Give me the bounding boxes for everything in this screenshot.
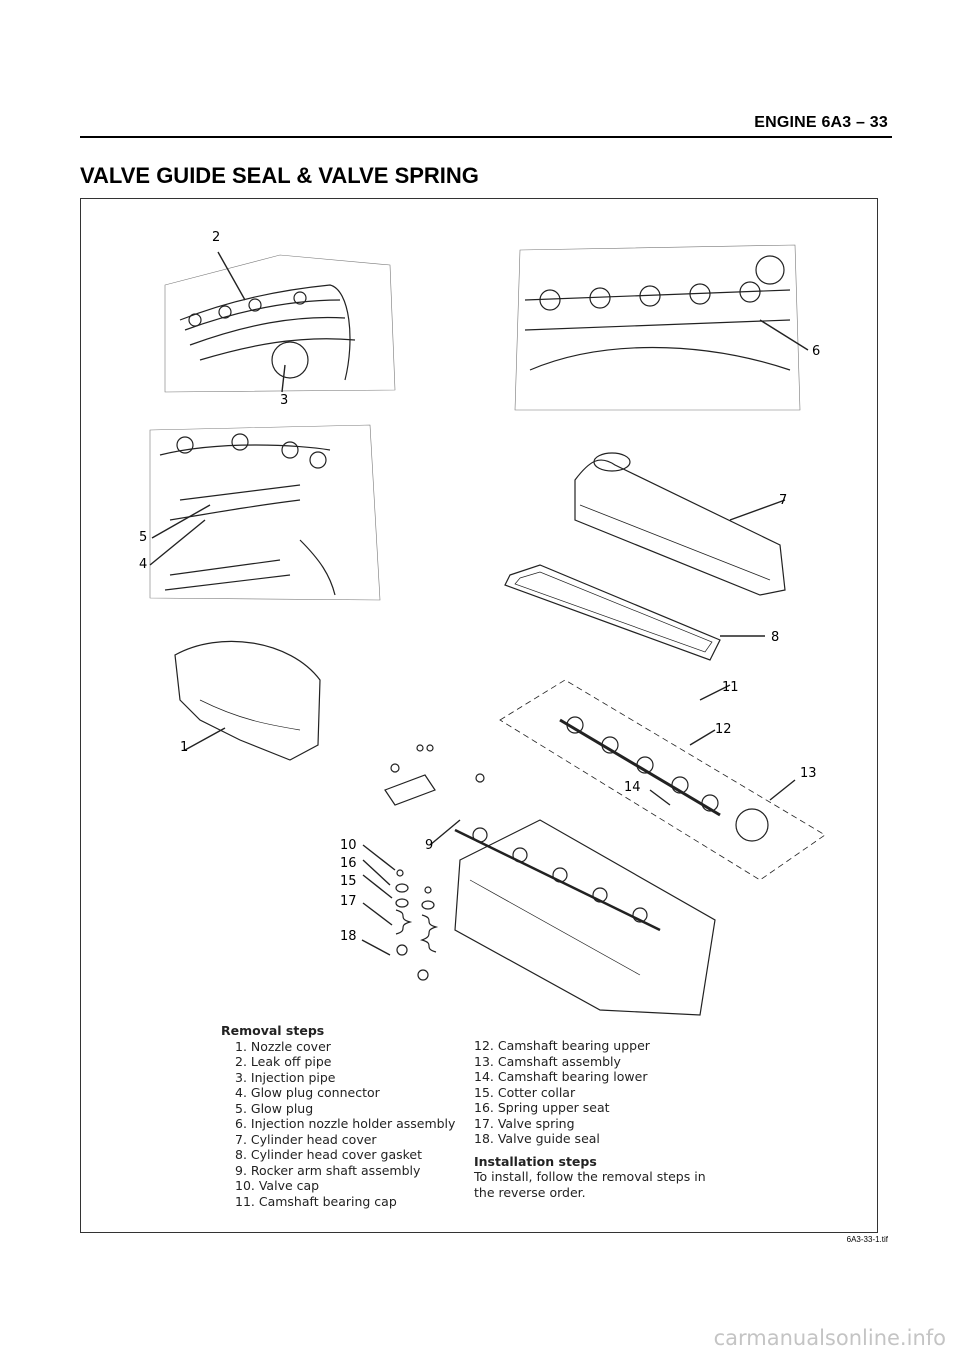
glow-plug-photo: [149, 424, 381, 601]
callout-14: 14: [624, 780, 641, 795]
step-item: 11. Camshaft bearing cap: [235, 1193, 397, 1209]
callout-13: 13: [800, 766, 817, 781]
removal-steps-col1: Removal steps 1. Nozzle cover 2. Leak of…: [221, 1023, 455, 1209]
callout-8: 8: [771, 630, 780, 645]
nozzle-holder-photo: [514, 244, 809, 411]
step-item: 1. Nozzle cover: [235, 1038, 331, 1054]
page-title: VALVE GUIDE SEAL & VALVE SPRING: [80, 163, 479, 188]
callout-1: 1: [180, 740, 189, 755]
step-item: 3. Injection pipe: [235, 1069, 336, 1085]
installation-text-line1: To install, follow the removal steps in: [474, 1169, 706, 1184]
callout-2: 2: [212, 230, 221, 245]
step-item: 2. Leak off pipe: [235, 1054, 332, 1069]
page-header-title: ENGINE 6A3 – 33: [754, 114, 888, 131]
callout-3: 3: [280, 393, 289, 408]
step-item: 5. Glow plug: [235, 1100, 314, 1116]
callout-17: 17: [340, 894, 357, 909]
step-item: 4. Glow plug connector: [235, 1085, 380, 1100]
step-item: 12. Camshaft bearing upper: [474, 1038, 650, 1053]
callout-6: 6: [812, 344, 821, 359]
callout-12: 12: [715, 722, 732, 737]
watermark: carmanualsonline.info: [713, 1326, 946, 1350]
installation-steps-heading: Installation steps: [474, 1153, 597, 1169]
callout-4: 4: [139, 557, 148, 572]
step-item: 10. Valve cap: [235, 1178, 320, 1193]
step-item: 14. Camshaft bearing lower: [474, 1069, 648, 1084]
step-item: 8. Cylinder head cover gasket: [235, 1147, 423, 1162]
cylinder-head-cover-gasket: [504, 564, 765, 661]
cylinder-head: [429, 819, 716, 1016]
rocker-bracket: [384, 744, 485, 806]
camshaft-assembly: [499, 679, 826, 881]
step-item: 17. Valve spring: [474, 1115, 575, 1131]
callout-9: 9: [425, 838, 434, 853]
injection-pipe-photo: [164, 251, 396, 393]
callout-16: 16: [340, 856, 357, 871]
step-item: 6. Injection nozzle holder assembly: [235, 1116, 456, 1131]
callout-5: 5: [139, 530, 148, 545]
step-item: 13. Camshaft assembly: [474, 1053, 621, 1069]
installation-text-line2: the reverse order.: [474, 1184, 586, 1200]
step-item: 18. Valve guide seal: [474, 1131, 600, 1146]
removal-steps-heading: Removal steps: [221, 1023, 325, 1038]
step-item: 16. Spring upper seat: [474, 1100, 610, 1115]
figure-file-reference: 6A3-33-1.tif: [846, 1235, 888, 1244]
step-item: 15. Cotter collar: [474, 1084, 576, 1100]
callout-11: 11: [722, 680, 739, 695]
removal-steps-col2: 12. Camshaft bearing upper 13. Camshaft …: [474, 1038, 706, 1200]
valve-parts: [361, 844, 439, 981]
callout-10: 10: [340, 838, 357, 853]
cylinder-head-cover: [574, 452, 786, 596]
nozzle-cover: [174, 640, 321, 761]
step-item: 9. Rocker arm shaft assembly: [235, 1162, 421, 1178]
callout-7: 7: [779, 493, 788, 508]
step-item: 7. Cylinder head cover: [235, 1131, 377, 1147]
callout-18: 18: [340, 929, 357, 944]
figure-frame: [80, 198, 878, 1233]
header-rule: [80, 136, 892, 138]
callout-15: 15: [340, 874, 357, 889]
